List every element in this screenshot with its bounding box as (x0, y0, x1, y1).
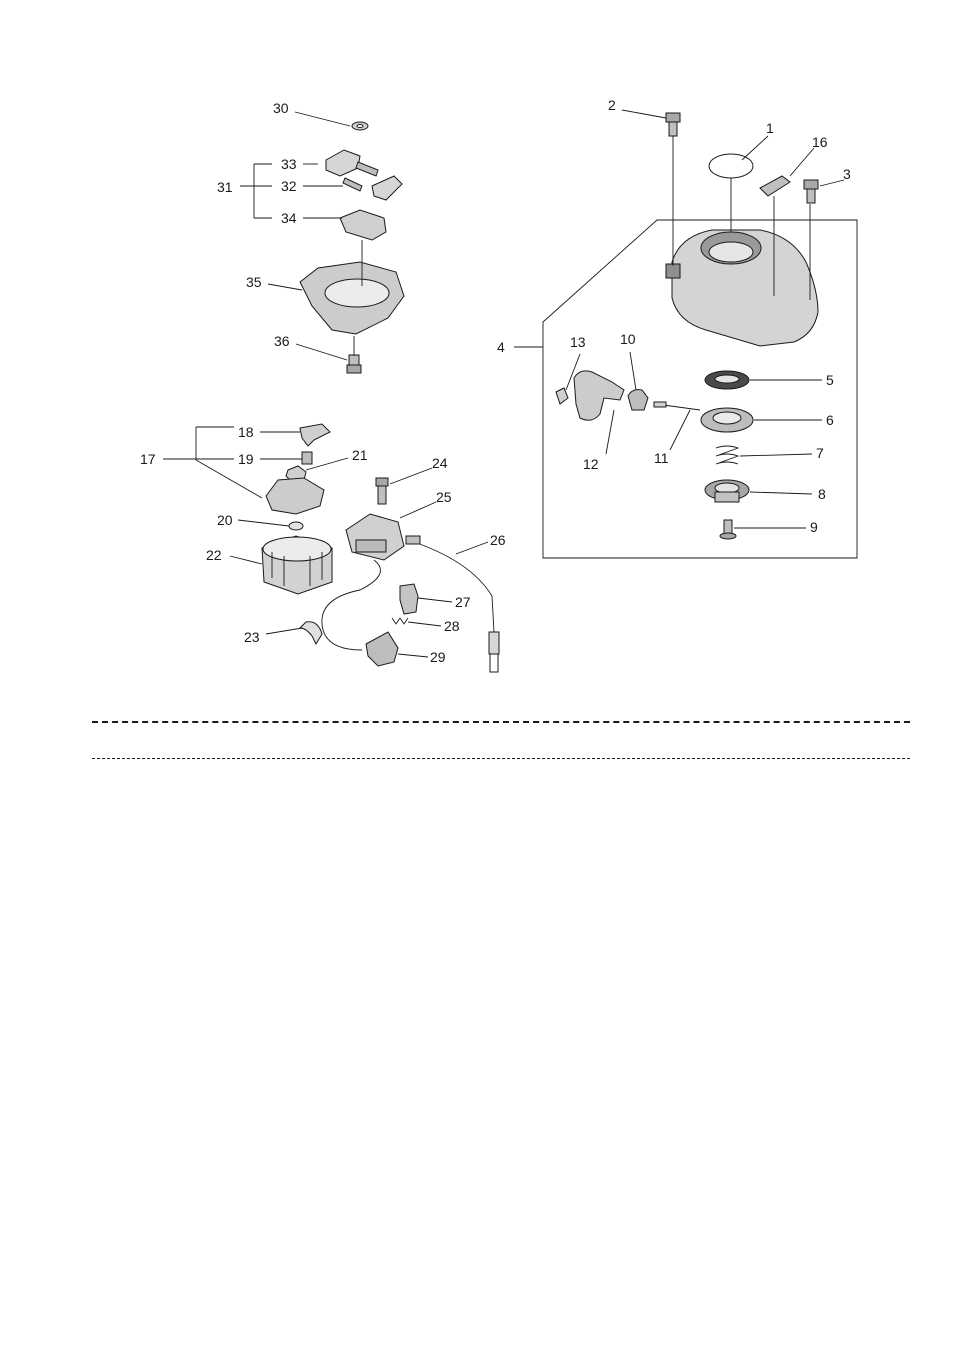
callout-26: 26 (490, 532, 506, 548)
callout-5: 5 (826, 372, 834, 388)
callout-24: 24 (432, 455, 448, 471)
dashed-separator-bottom (92, 758, 910, 759)
callout-1: 1 (766, 120, 774, 136)
callout-11: 11 (654, 450, 669, 466)
part-20-washer (289, 522, 303, 530)
callout-13: 13 (570, 334, 586, 350)
part-28-spring (392, 618, 408, 624)
switch-housing-group: 30 33 32 31 34 35 36 (217, 100, 404, 373)
callout-9: 9 (810, 519, 818, 535)
part-32-pin (343, 178, 362, 191)
callout-18: 18 (238, 424, 254, 440)
callout-7: 7 (816, 445, 824, 461)
callout-29: 29 (430, 649, 446, 665)
recoil-starter-group: 2 1 16 3 4 13 10 5 6 7 12 11 8 9 (497, 97, 857, 558)
part-25-ignition-coil (346, 514, 404, 560)
part-33-switch-cover (326, 150, 360, 176)
part-2-bolt (666, 113, 680, 122)
part-24-bolt (376, 478, 388, 486)
part-1-label (709, 154, 753, 178)
callout-6: 6 (826, 412, 834, 428)
callout-4: 4 (497, 339, 505, 355)
part-3-bolt (804, 180, 818, 189)
part-12-handle (574, 371, 624, 420)
callout-31: 31 (217, 179, 233, 195)
callout-20: 20 (217, 512, 233, 528)
callout-32: 32 (281, 178, 297, 194)
callout-23: 23 (244, 629, 260, 645)
callout-17: 17 (140, 451, 156, 467)
callout-10: 10 (620, 331, 636, 347)
callout-21: 21 (352, 447, 368, 463)
part-13-clip (556, 388, 568, 404)
callout-34: 34 (281, 210, 297, 226)
callout-36: 36 (274, 333, 290, 349)
callout-16: 16 (812, 134, 828, 150)
dashed-separator-top (92, 721, 910, 723)
part-18-pawl (300, 424, 330, 446)
part-10-nut (628, 390, 648, 410)
callout-22: 22 (206, 547, 222, 563)
part-27-plug (400, 584, 418, 614)
part-23-cap (300, 622, 322, 644)
callout-25: 25 (436, 489, 452, 505)
callout-3: 3 (843, 166, 851, 182)
callout-33: 33 (281, 156, 297, 172)
part-16-plate (760, 176, 790, 196)
callout-27: 27 (455, 594, 471, 610)
callout-19: 19 (238, 451, 254, 467)
callout-28: 28 (444, 618, 460, 634)
ignition-group: 18 17 19 21 20 22 23 24 25 26 27 28 29 (140, 424, 506, 672)
part-29-plug-boot (366, 632, 398, 666)
part-9-screw (724, 520, 732, 534)
callout-35: 35 (246, 274, 262, 290)
part-7-spring (716, 446, 738, 464)
callout-8: 8 (818, 486, 826, 502)
part-34-terminal (340, 210, 386, 240)
part-17-plate (266, 478, 324, 514)
callout-30: 30 (273, 100, 289, 116)
callout-12: 12 (583, 456, 599, 472)
part-19-spring (302, 452, 312, 464)
callout-2: 2 (608, 97, 616, 113)
